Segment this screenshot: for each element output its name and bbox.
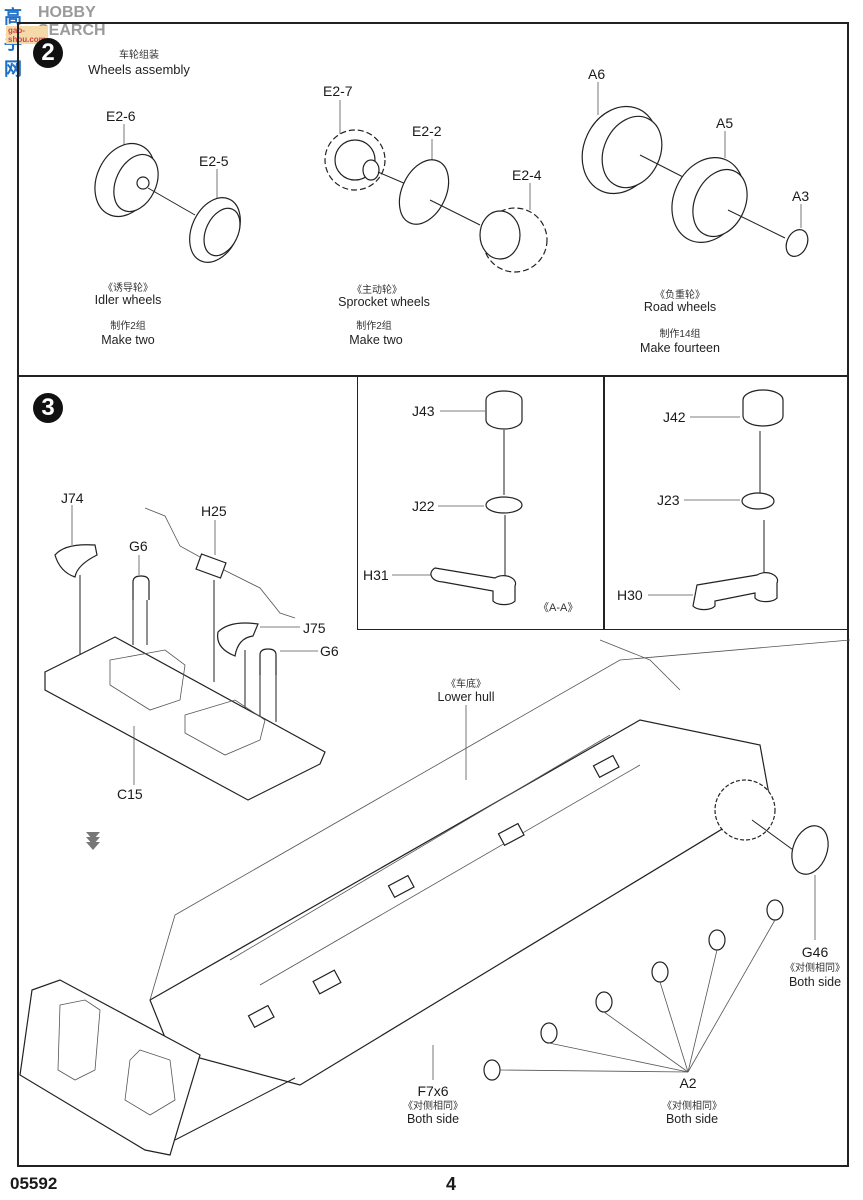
group-qty-en: Make fourteen: [640, 341, 720, 355]
watermark-url: gao-shou.com: [6, 26, 48, 44]
step2-title-en: Wheels assembly: [88, 62, 190, 77]
group-name-en: Road wheels: [643, 300, 717, 314]
detail-box-left: [357, 375, 605, 630]
callout-note-cn: 《对侧相同》: [403, 1101, 463, 1112]
group-qty-en: Make two: [349, 333, 403, 347]
group-qty-en: Make two: [101, 333, 155, 347]
part-label: E2-6: [106, 108, 136, 124]
callout-note-cn: 《对侧相同》: [662, 1101, 722, 1112]
part-label: E2-7: [323, 83, 353, 99]
group-name-en: Sprocket wheels: [338, 295, 430, 309]
group-name-cn: 《负重轮》: [655, 290, 705, 301]
sprocket-disc-drawing: [377, 139, 450, 225]
part-label: C15: [117, 786, 143, 802]
idler-wheel-inner-drawing: [147, 169, 241, 263]
next-step-arrow-icon: [86, 832, 100, 850]
callout-part: F7x6: [417, 1083, 449, 1099]
part-label: A6: [588, 66, 606, 82]
product-code: 05592: [10, 1174, 58, 1193]
callout-part: A2: [679, 1075, 697, 1091]
part-label: J42: [663, 409, 686, 425]
part-label: E2-2: [412, 123, 442, 139]
part-label: J75: [303, 620, 326, 636]
part-label: H25: [201, 503, 227, 519]
callout-note-en: Both side: [788, 975, 842, 989]
detail-right-drawing: [648, 389, 784, 611]
group-name-cn: 《诱导轮》: [103, 283, 153, 294]
callout-note-en: Both side: [406, 1112, 460, 1126]
page-number: 4: [446, 1174, 457, 1194]
group-name-en: Idler wheels: [94, 293, 162, 307]
step-number: 3: [41, 394, 55, 421]
hull-label-en: Lower hull: [437, 690, 495, 704]
lower-hull-drawing: [19, 639, 851, 1156]
road-wheel-a6-drawing: [581, 82, 663, 195]
idler-wheel-outer-drawing: [94, 124, 159, 218]
part-label: E2-5: [199, 153, 229, 169]
part-label: A5: [716, 115, 734, 131]
step-number: 2: [41, 39, 55, 66]
watermark-en: HOBBY SEARCH: [38, 4, 106, 39]
callout-note-en: Both side: [665, 1112, 719, 1126]
part-label: J74: [61, 490, 84, 506]
sprocket-inner-drawing: [429, 183, 548, 273]
step3-panel: [17, 375, 849, 1167]
group-qty-cn: 制作14组: [659, 329, 701, 340]
sprocket-outer-drawing: [324, 100, 386, 191]
group-qty-cn: 制作2组: [110, 321, 146, 332]
road-wheel-axles: [432, 899, 784, 1081]
hub-cap-a3-drawing: [727, 204, 809, 257]
part-label: A3: [792, 188, 810, 204]
part-label: J23: [657, 492, 680, 508]
engine-deck-drawing: [44, 505, 326, 801]
callout-note-cn: 《对侧相同》: [785, 963, 845, 974]
part-label: E2-4: [512, 167, 542, 183]
part-label: H30: [617, 587, 643, 603]
callout-part: G46: [801, 944, 829, 960]
road-wheel-a5-drawing: [639, 131, 748, 243]
part-label: J43: [412, 403, 435, 419]
step2-title-cn: 车轮组装: [119, 50, 159, 61]
group-name-cn: 《主动轮》: [352, 285, 402, 296]
part-label: H31: [363, 567, 389, 583]
step-number-badge: 2: [33, 38, 63, 68]
part-label: G6: [129, 538, 148, 554]
part-label: G6: [320, 643, 339, 659]
step-number-badge: 3: [33, 393, 63, 423]
detail-left-drawing: [392, 390, 523, 606]
detail-box-right: [603, 375, 849, 630]
section-label: 《A-A》: [538, 602, 579, 614]
group-qty-cn: 制作2组: [356, 321, 392, 332]
hull-label-cn: 《车底》: [446, 679, 486, 690]
part-label: J22: [412, 498, 435, 514]
